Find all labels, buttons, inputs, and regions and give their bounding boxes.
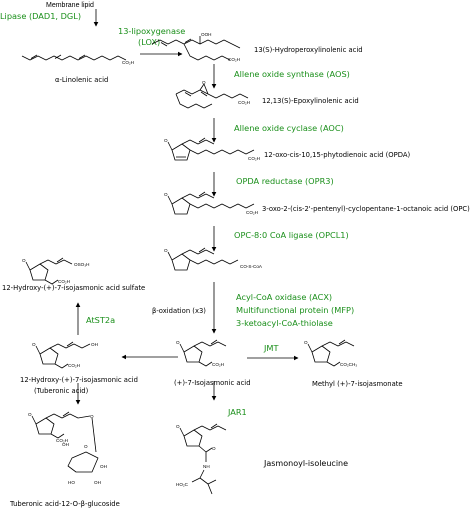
lox-enzyme-line1: 13-lipoxygenase (118, 26, 185, 36)
ja-o: O (176, 340, 180, 345)
glucoside-co2h: CO₂H (56, 438, 68, 443)
linolenic-co2h: CO₂H (122, 60, 134, 65)
tuberonic-label-line2: (Tuberonic acid) (34, 387, 89, 395)
tuberonic-co2h: CO₂H (68, 363, 80, 368)
st2a-enzyme: AtST2a (86, 315, 115, 325)
structure-epoxy: O CO₂H (175, 80, 250, 109)
structure-sulfate: O OSO₃H CO₂H (22, 257, 89, 285)
glucoside-label: Tuberonic acid-12-O-β-glucoside (9, 500, 120, 508)
ja-ile-o: O (176, 424, 180, 429)
linolenic-acid-label: α-Linolenic acid (55, 76, 108, 84)
tuberonic-label-line1: 12-Hydroxy-(+)-7-isojasmonic acid (20, 376, 138, 384)
ja-ile-ho2c: HO₂C (176, 482, 189, 487)
structure-opda: O CO₂H (164, 137, 260, 161)
meja-label: Methyl (+)-7-isojasmonate (312, 380, 403, 388)
hpot-label: 13(S)-Hydroperoxylinolenic acid (254, 46, 363, 54)
hpot-ooh: OOH (201, 32, 211, 37)
structure-ja-ile: O O NH HO₂C (176, 423, 227, 495)
ja-ile-label: Jasmonoyl-isoleucine (263, 459, 348, 468)
glucoside-ring-o: O (84, 444, 88, 449)
jar1-enzyme: JAR1 (227, 407, 247, 417)
hpot-co2h: CO₂H (228, 57, 240, 62)
aoc-enzyme: Allene oxide cyclase (AOC) (234, 123, 344, 133)
arrows (75, 9, 299, 405)
opda-label: 12-oxo-cis-10,15-phytodienoic acid (OPDA… (264, 151, 410, 159)
ja-label: (+)-7-Isojasmonic acid (174, 379, 251, 387)
structure-opc: O CO₂H (164, 191, 258, 215)
glucoside-o: O (28, 412, 32, 417)
opcl1-enzyme: OPC-8:0 CoA ligase (OPCL1) (234, 230, 349, 240)
structure-glucoside: O O O HO OH OH OH CO₂H (28, 411, 107, 485)
ja-ile-nh: NH (203, 464, 210, 469)
opr3-enzyme: OPDA reductase (OPR3) (236, 176, 334, 186)
membrane-lipid-label: Membrane lipid (46, 2, 94, 9)
ja-co2h: CO₂H (212, 362, 224, 367)
sulfate-o: O (22, 258, 26, 263)
sulfate-label: 12-Hydroxy-(+)-7-isojasmonic acid sulfat… (2, 284, 145, 292)
structure-tuberonic-acid: O OH CO₂H (32, 341, 98, 369)
labels: Membrane lipid Lipase (DAD1, DGL) 13-lip… (0, 2, 470, 508)
sulfate-oso3h: OSO₃H (74, 262, 89, 267)
opda-o: O (164, 138, 168, 143)
sulfate-co2h: CO₂H (58, 279, 70, 284)
mfp-enzyme: Multifunctional protein (MFP) (236, 305, 354, 315)
glucoside-oh3: OH (62, 442, 69, 447)
structure-hpot: OOH CO₂H (151, 32, 241, 62)
structure-jasmonic-acid: O CO₂H (176, 339, 227, 367)
tuberonic-oh: OH (91, 342, 98, 347)
epoxy-o: O (202, 80, 206, 85)
kat-enzyme: 3-ketoacyl-CoA-thiolase (236, 318, 333, 328)
ja-ile-o2: O (212, 446, 216, 451)
epoxy-co2h: CO₂H (238, 100, 250, 105)
opc-o: O (164, 192, 168, 197)
meja-co2ch3: CO₂CH₃ (340, 362, 357, 367)
opc-label: 3-oxo-2-(cis-2'-pentenyl)-cyclopentane-1… (262, 205, 470, 213)
epoxy-label: 12,13(S)-Epoxylinolenic acid (262, 97, 359, 105)
opc-coa-coscoa: CO-S-CoA (240, 264, 263, 269)
tuberonic-o: O (32, 342, 36, 347)
lipase-enzyme: Lipase (DAD1, DGL) (0, 11, 81, 21)
glucoside-oh1: OH (94, 480, 101, 485)
acx-enzyme: Acyl-CoA oxidase (ACX) (236, 292, 332, 302)
glucoside-oh2: OH (100, 464, 107, 469)
opc-co2h: CO₂H (246, 210, 258, 215)
structure-opc-coa: O CO-S-CoA (164, 247, 263, 271)
meja-o: O (304, 340, 308, 345)
aos-enzyme: Allene oxide synthase (AOS) (234, 69, 350, 79)
structure-linolenic-acid: CO₂H (21, 54, 134, 65)
structure-methyl-jasmonate: O CO₂CH₃ (304, 339, 357, 367)
lox-enzyme-line2: (LOX) (138, 37, 160, 47)
glucoside-o-link: O (90, 414, 94, 419)
jmt-enzyme: JMT (263, 343, 279, 353)
opda-co2h: CO₂H (248, 156, 260, 161)
glucoside-ho: HO (68, 480, 75, 485)
opc-coa-o: O (164, 248, 168, 253)
beta-oxidation-label: β-oxidation (x3) (152, 307, 206, 315)
